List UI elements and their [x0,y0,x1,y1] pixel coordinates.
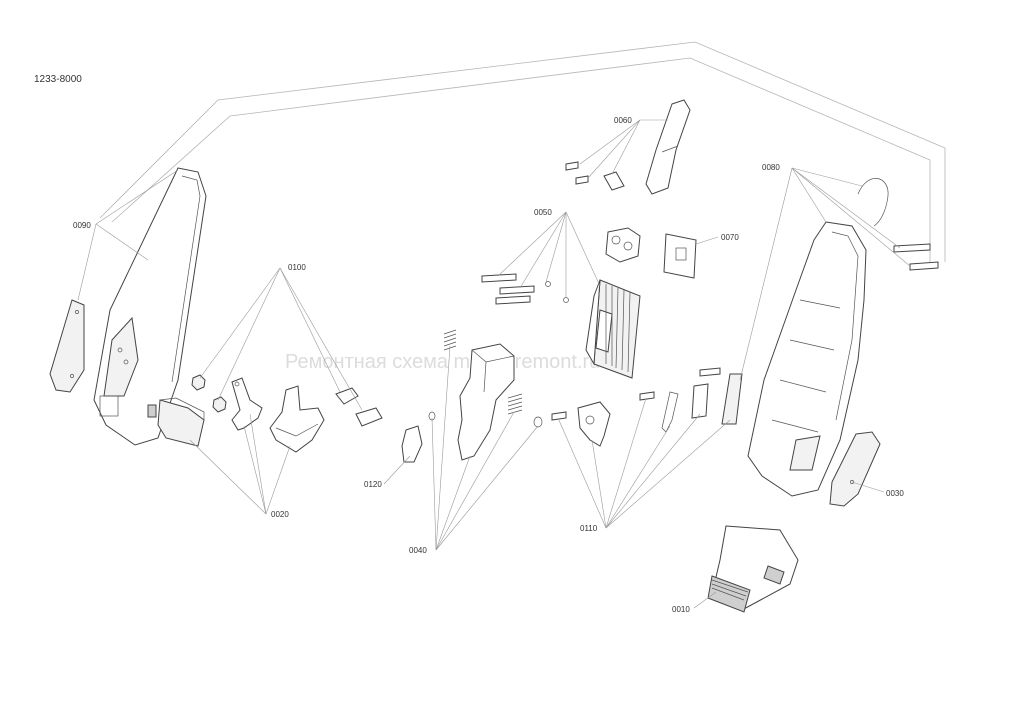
callout-0010: 0010 [672,605,690,614]
part-0080-screws [893,243,939,271]
part-0100-nuts [191,374,227,413]
part-0030-rear-cap [829,431,881,507]
part-0090-front-housing [93,167,207,446]
part-0050-coil [585,279,641,379]
part-0020-lever [231,377,263,431]
part-0110-links [661,373,743,433]
part-0060-clip [603,171,625,191]
part-0120-clip [401,411,436,463]
part-0060-switch-shaft [645,99,691,195]
part-0040-spring-a [443,329,457,351]
callout-0110: 0110 [580,524,598,533]
callout-0050: 0050 [534,208,552,217]
callout-0070: 0070 [721,233,739,242]
callout-0080: 0080 [762,163,780,172]
callout-0040: 0040 [409,546,427,555]
part-0020-bracket [269,385,325,453]
part-0090-side-cover [49,299,85,393]
part-0070-terminal-block [663,233,697,279]
part-0040-spring-b [507,393,523,415]
leader-lines [77,119,911,609]
part-0010-blade-set [707,525,799,613]
callout-0020: 0020 [271,510,289,519]
part-0040-washer [533,416,543,428]
callout-0060: 0060 [614,116,632,125]
callout-0090: 0090 [73,221,91,230]
model-number: 1233-8000 [34,74,82,85]
part-0060-screws [565,161,589,185]
callout-0100: 0100 [288,263,306,272]
callout-0030: 0030 [886,489,904,498]
part-0110-plate [577,401,611,447]
part-0070-connector [605,227,641,263]
callout-0120: 0120 [364,480,382,489]
callout-labels: 0090 0100 0020 0120 0040 0050 0060 0070 … [73,116,904,614]
part-0080-hook [857,178,889,227]
perspective-frame [99,41,946,262]
part-0050-screws [481,273,569,305]
part-0100-pins [335,387,383,427]
part-0040-armature [457,343,515,461]
part-0020-block [157,397,205,447]
part-0110-screws [551,367,721,421]
watermark: Ремонтная схема moser remont.ru [285,351,600,373]
part-0080-rear-housing [747,221,867,497]
